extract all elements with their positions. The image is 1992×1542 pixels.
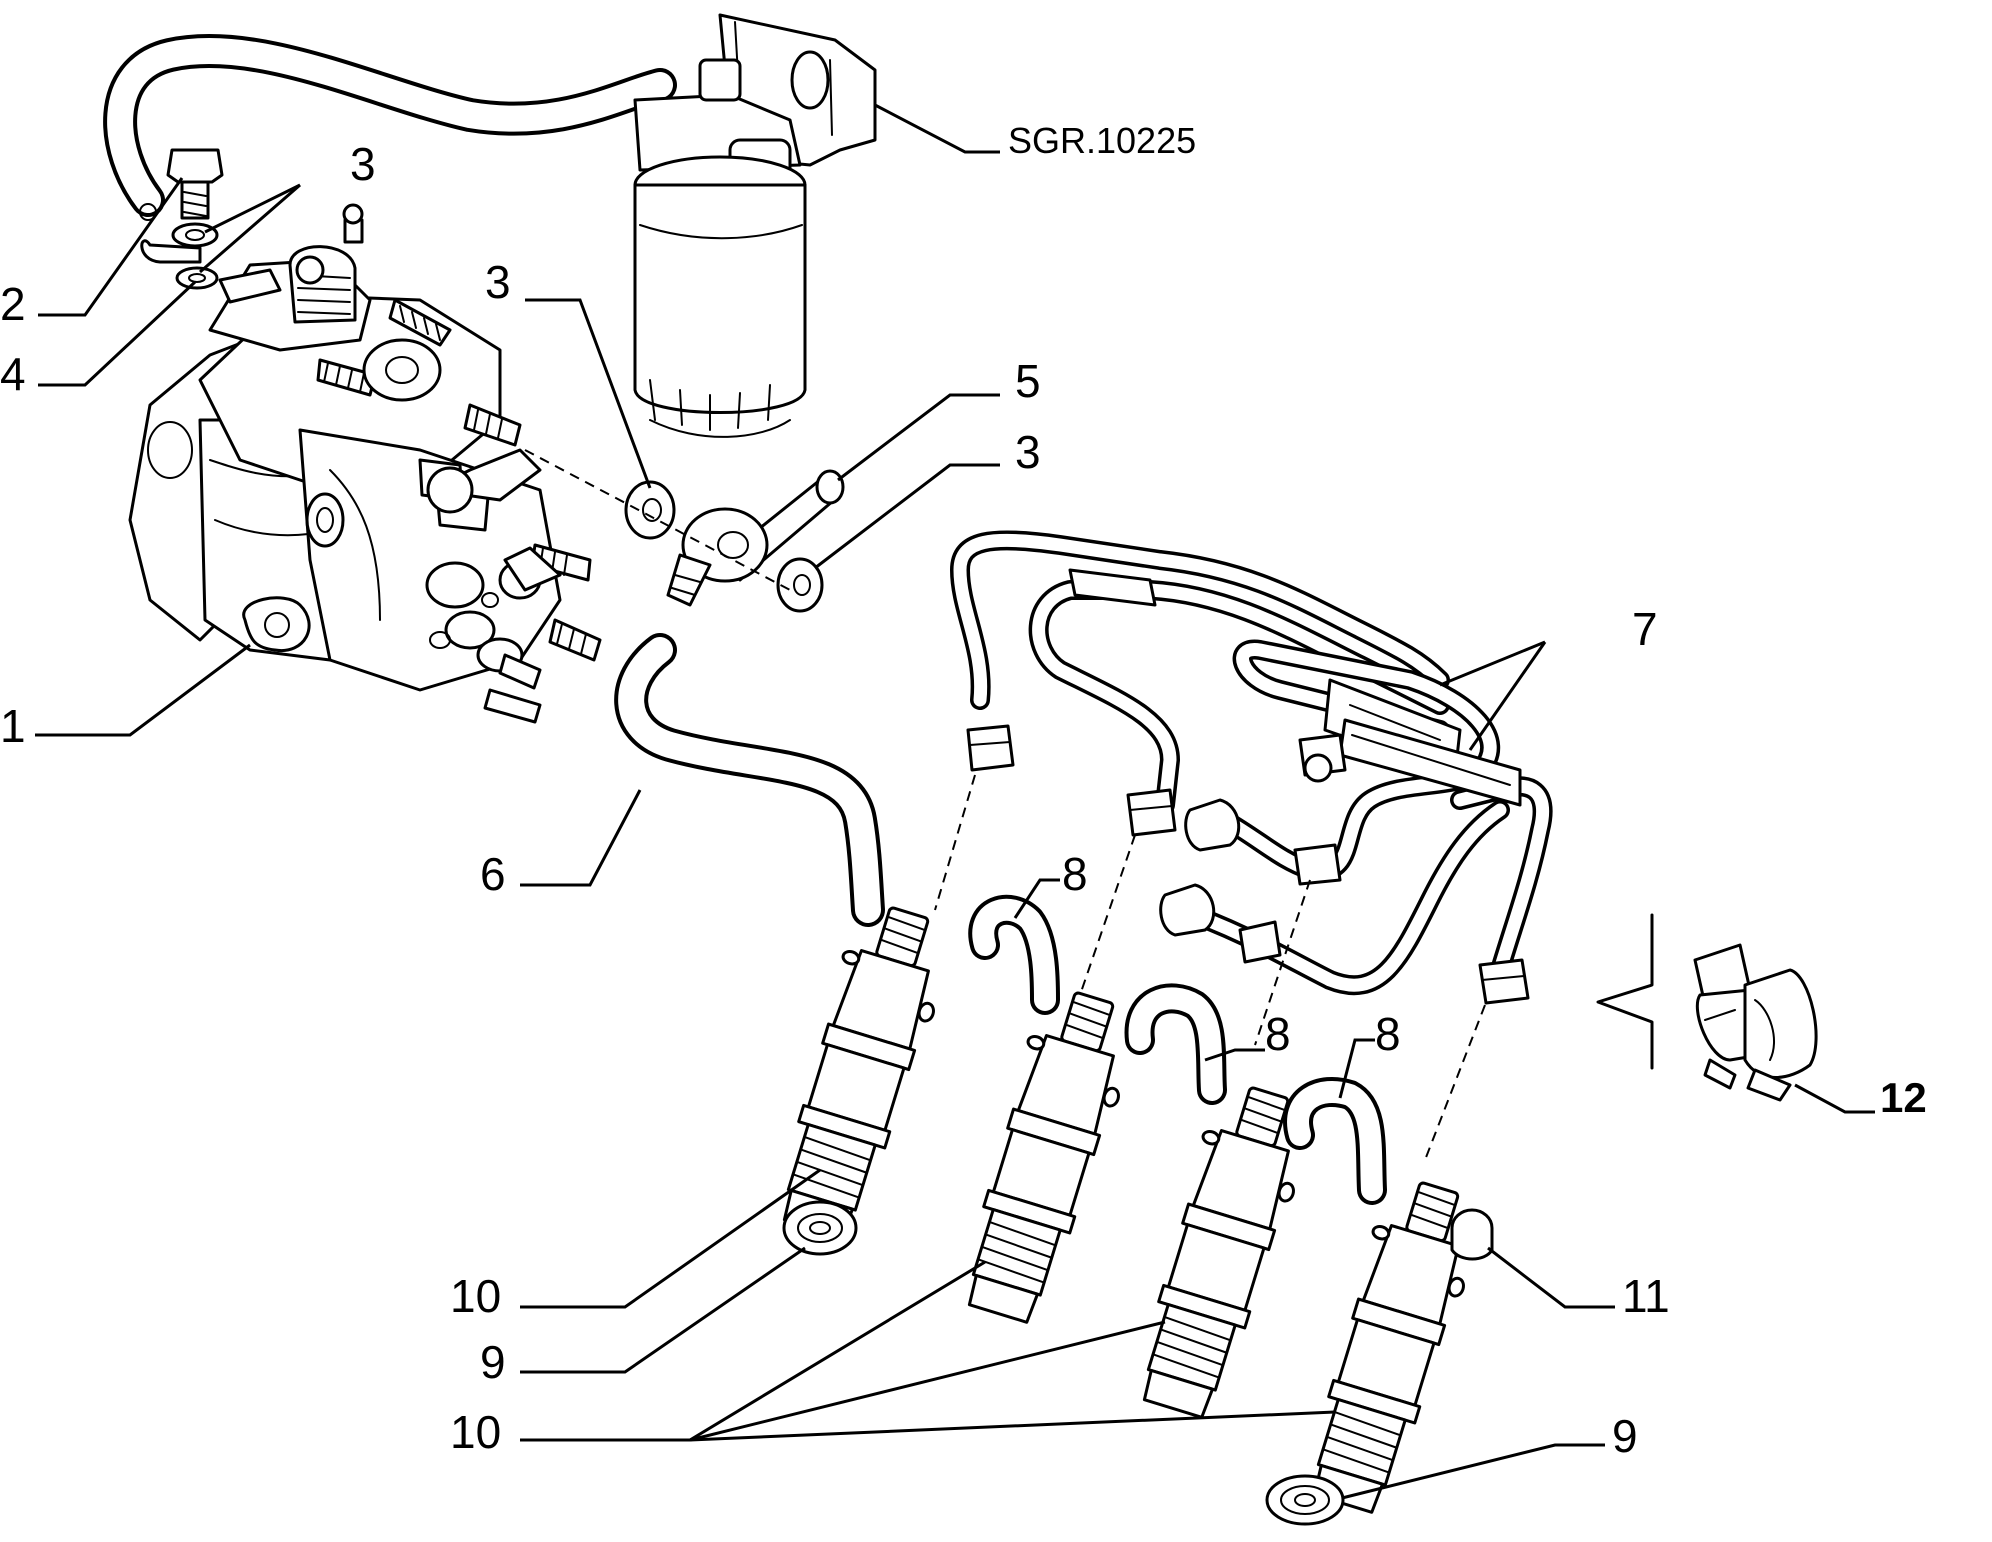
- injector-2: [967, 991, 1120, 1324]
- label-4: 4: [0, 348, 26, 400]
- label-ref-sgr: SGR.10225: [1008, 120, 1196, 161]
- blanking-cap: [1450, 1208, 1494, 1261]
- label-6: 6: [480, 848, 506, 900]
- pipe-clip: [1596, 913, 1818, 1102]
- label-8-mid: 8: [1265, 1008, 1291, 1060]
- injector-3: [1142, 1086, 1295, 1419]
- injector-pipes-set: [950, 530, 1553, 1005]
- leak-off-hose-long: [614, 633, 885, 927]
- heat-shield-washer-2: [1265, 1474, 1345, 1526]
- label-7: 7: [1632, 603, 1658, 655]
- label-2: 2: [0, 278, 26, 330]
- label-11: 11: [1622, 1270, 1670, 1322]
- label-10-bottom: 10: [450, 1406, 501, 1458]
- label-3-right: 3: [1015, 426, 1041, 478]
- label-1: 1: [0, 700, 26, 752]
- label-10-top: 10: [450, 1270, 501, 1322]
- label-8-right: 8: [1375, 1008, 1401, 1060]
- leak-off-hose-short-2: [1124, 983, 1227, 1105]
- label-5: 5: [1015, 355, 1041, 407]
- sealing-washer-right: [776, 557, 824, 613]
- heat-shield-washer-1: [782, 1200, 858, 1256]
- injector-1: [782, 906, 935, 1239]
- label-8-left: 8: [1062, 848, 1088, 900]
- injector-4: [1312, 1181, 1465, 1514]
- label-3-top: 3: [350, 138, 376, 190]
- label-9-right: 9: [1612, 1410, 1638, 1462]
- label-12: 12: [1880, 1074, 1927, 1121]
- injection-pump: [128, 203, 602, 724]
- fuel-filter: [633, 13, 877, 438]
- label-9-left: 9: [480, 1336, 506, 1388]
- sealing-washer-left: [624, 480, 676, 540]
- leak-off-hose-short-1: [968, 894, 1060, 1015]
- label-3-mid: 3: [485, 256, 511, 308]
- leak-off-hose-short-3: [1283, 1077, 1387, 1205]
- banjo-bolt-assembly: [139, 148, 224, 290]
- return-hose-top: [103, 34, 677, 217]
- leader-lines: [35, 103, 1875, 1500]
- alignment-lines: [524, 449, 1486, 1161]
- banjo-fitting: [666, 469, 845, 607]
